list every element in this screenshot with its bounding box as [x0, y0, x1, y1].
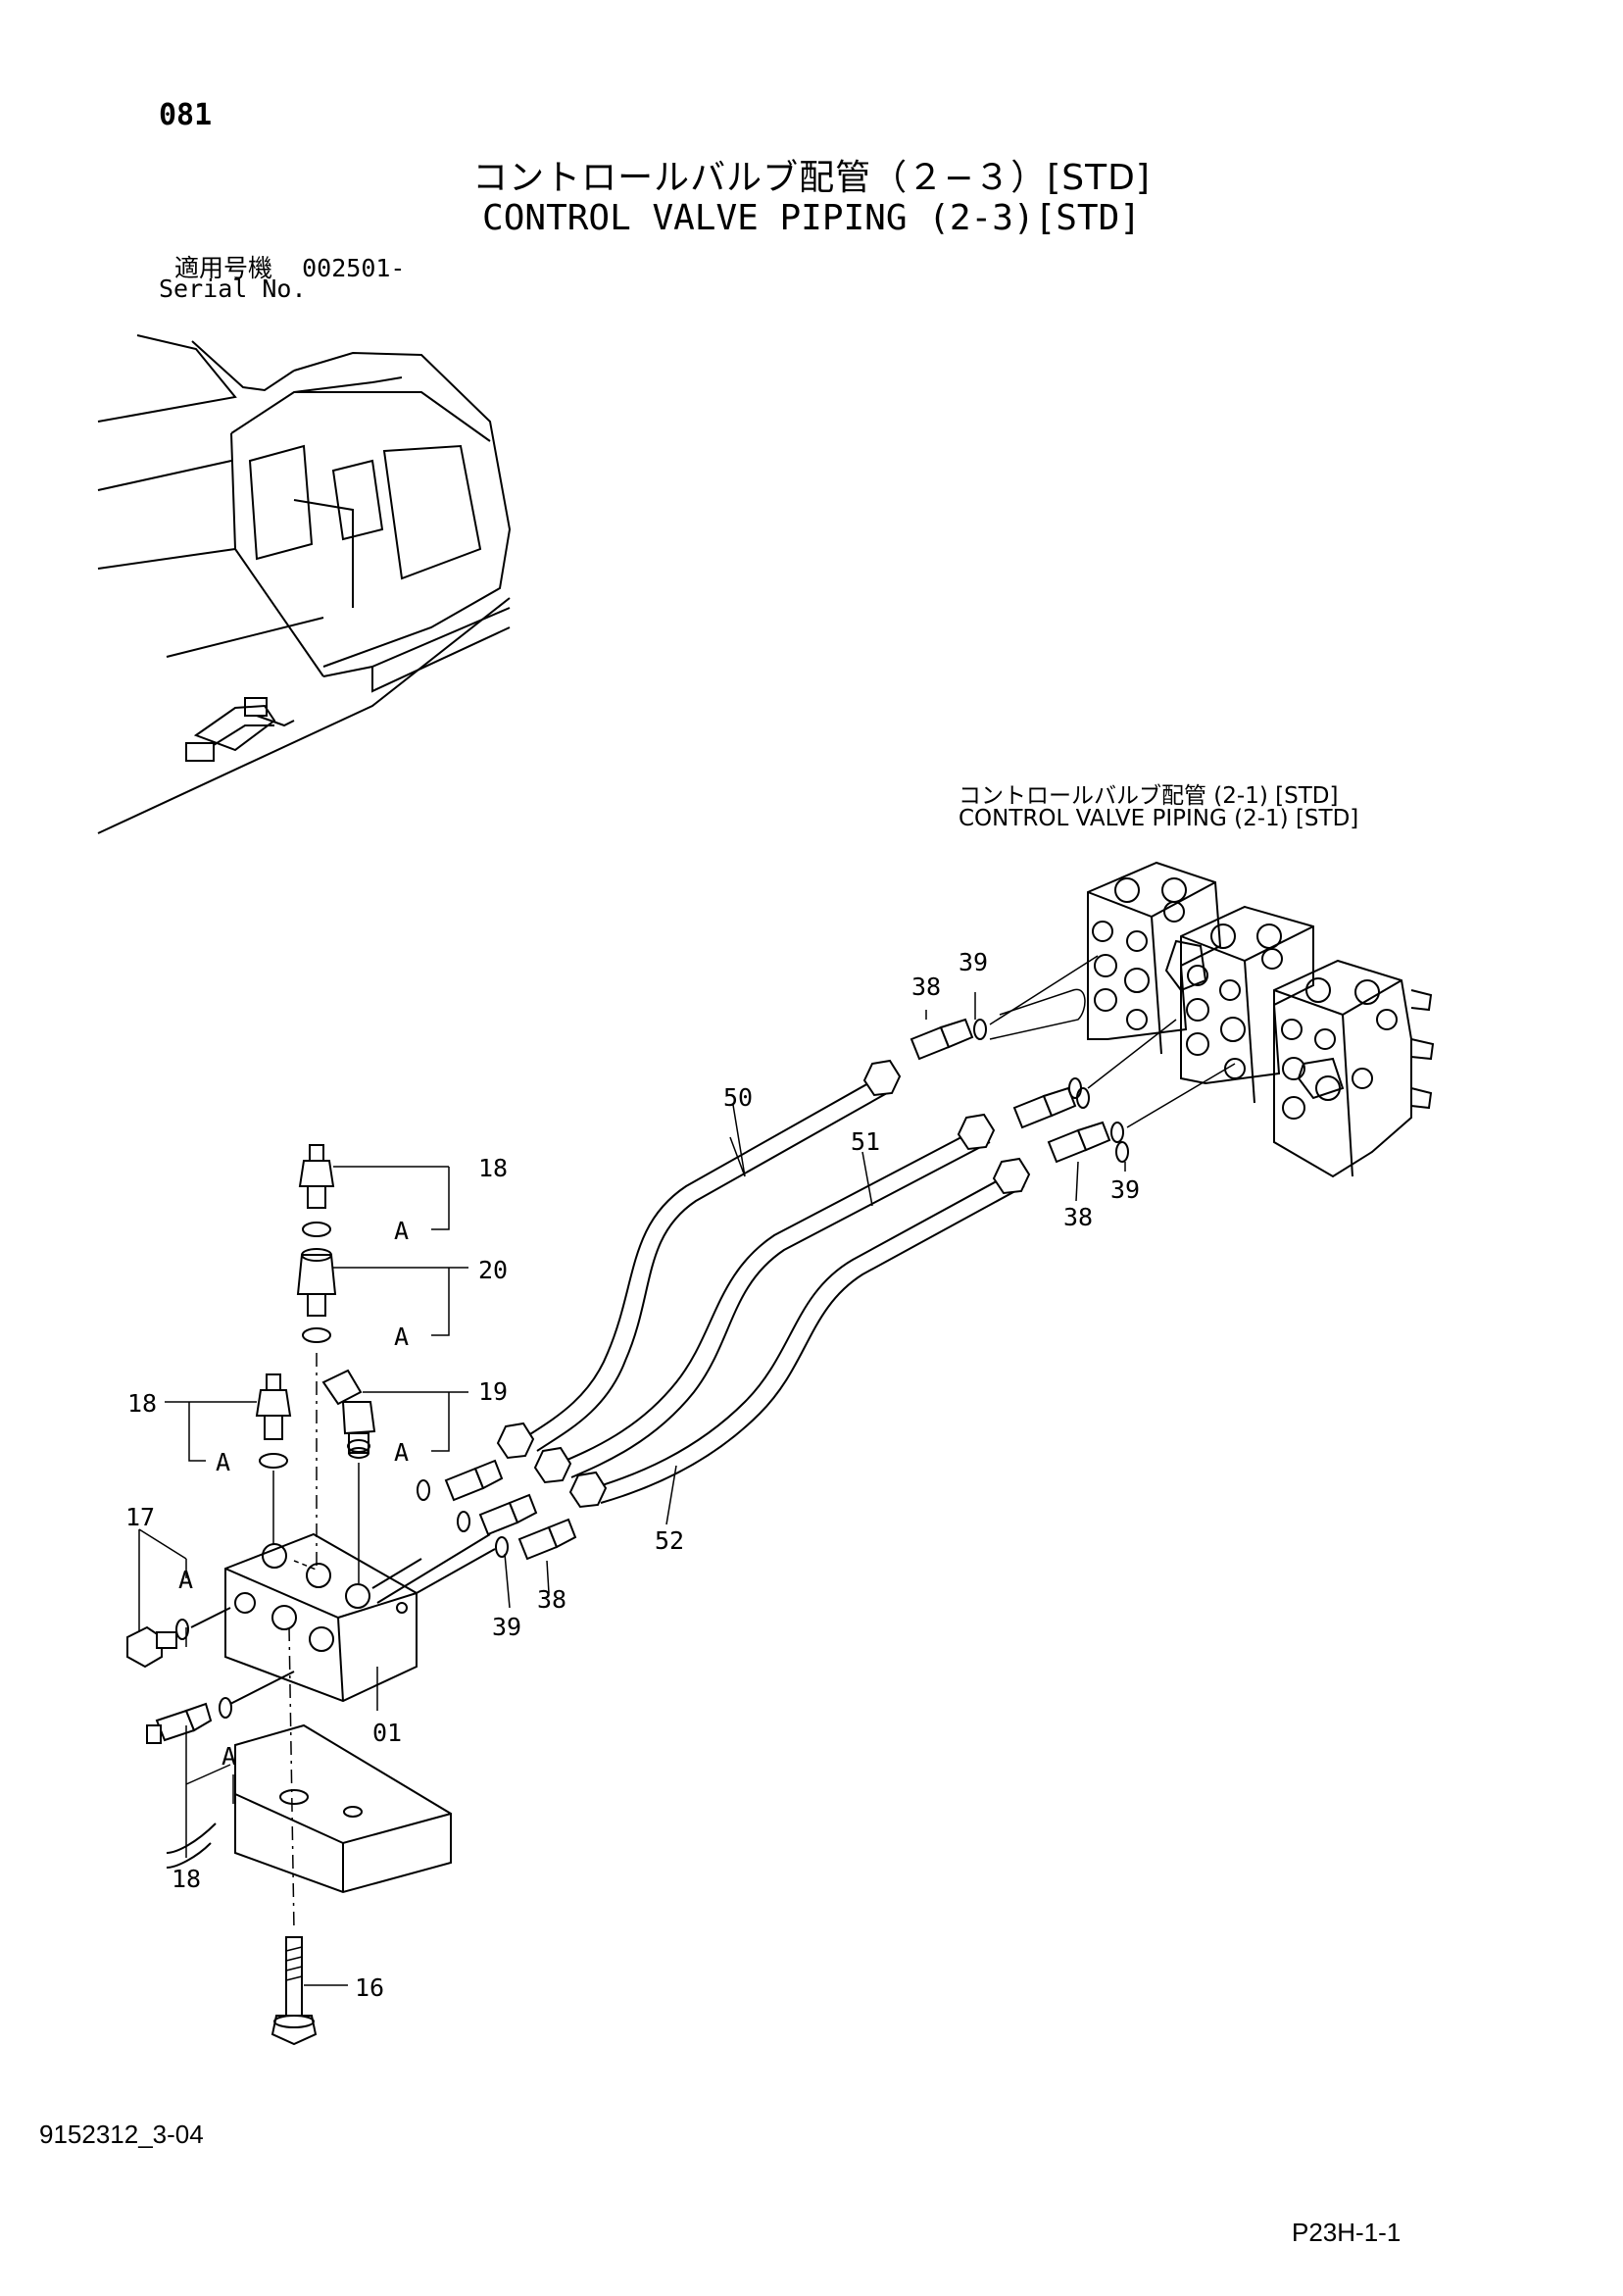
serial-label-row: 適用号機 002501-	[174, 249, 405, 284]
callout-38-low: 38	[537, 1585, 566, 1614]
hoses	[496, 988, 1086, 1509]
centre-lines	[272, 1353, 360, 1932]
callout-39-low: 39	[492, 1613, 521, 1641]
fittings-upper	[910, 955, 1236, 1164]
page-code: P23H-1-1	[1292, 2218, 1402, 2247]
callout-50: 50	[723, 1083, 753, 1112]
callout-a-4: A	[216, 1448, 230, 1476]
callout-a-2: A	[394, 1323, 409, 1351]
callout-18-mid: 18	[127, 1389, 157, 1418]
document-code: 9152312_3-04	[39, 2120, 204, 2149]
callout-a-3: A	[394, 1438, 409, 1467]
callout-39-top: 39	[959, 948, 988, 976]
callouts: 01 16 17 18 18 18 19 20 38 38 38 39 39 3…	[125, 948, 1140, 2002]
callout-17: 17	[125, 1503, 155, 1531]
callout-51: 51	[851, 1127, 880, 1156]
page-title-jp: コントロールバルブ配管（２−３）[STD]	[472, 158, 1151, 198]
callout-a-5: A	[178, 1566, 193, 1594]
callout-18-top: 18	[478, 1154, 508, 1182]
callout-38-right: 38	[1063, 1203, 1093, 1231]
serial-label-jp: 適用号機	[174, 254, 273, 282]
serial-label-en: Serial No.	[159, 275, 307, 303]
callout-20: 20	[478, 1256, 508, 1284]
page-title-en: CONTROL VALVE PIPING (2-3)[STD]	[482, 198, 1141, 238]
serial-value: 002501-	[302, 254, 406, 282]
leader-lines	[138, 992, 1126, 1986]
callout-a-1: A	[394, 1217, 409, 1245]
reference-title-jp: コントロールバルブ配管 (2-1) [STD]	[959, 783, 1339, 809]
page-number: 081	[159, 98, 213, 132]
callout-18-low: 18	[172, 1865, 201, 1893]
callout-a-6: A	[221, 1742, 236, 1771]
callout-39-right: 39	[1110, 1175, 1140, 1204]
fittings-lower	[126, 1144, 577, 2046]
machine-overview	[97, 334, 512, 834]
control-valve-blocks	[1087, 861, 1435, 1178]
callout-38-top: 38	[911, 973, 941, 1001]
reference-title-en: CONTROL VALVE PIPING (2-1) [STD]	[959, 806, 1359, 831]
callout-16: 16	[355, 1973, 384, 2002]
callout-52: 52	[655, 1526, 684, 1555]
callout-19: 19	[478, 1377, 508, 1406]
callout-01: 01	[372, 1719, 402, 1747]
